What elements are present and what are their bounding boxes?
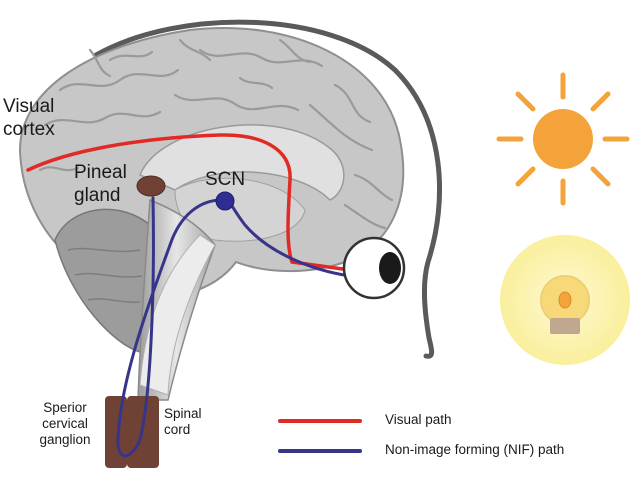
sun-icon	[496, 72, 630, 206]
scn-node	[215, 191, 235, 211]
superior-cervical-ganglion	[105, 396, 127, 468]
label-pineal-gland: Pineal gland	[74, 162, 127, 206]
visual-path	[26, 133, 352, 272]
corpus-callosum	[139, 124, 345, 201]
brain-folds	[38, 38, 394, 230]
label-superior-cervical-ganglion: Sperior cervical ganglion	[39, 400, 91, 448]
label-scn: SCN	[205, 169, 246, 190]
head-outline	[93, 19, 442, 359]
cerebellum-folds	[67, 247, 143, 304]
cerebellum	[54, 208, 153, 353]
label-visual-cortex: Visual cortex	[3, 96, 55, 140]
light-bulb-icon	[500, 235, 630, 365]
legend-visual-label: Visual path	[385, 412, 452, 427]
legend-nif-label: Non-image forming (NIF) path	[385, 442, 565, 457]
eye-icon	[342, 236, 406, 300]
pineal-gland	[136, 175, 166, 197]
spinal-column	[139, 234, 216, 396]
label-spinal-cord: Spinal cord	[164, 406, 202, 438]
